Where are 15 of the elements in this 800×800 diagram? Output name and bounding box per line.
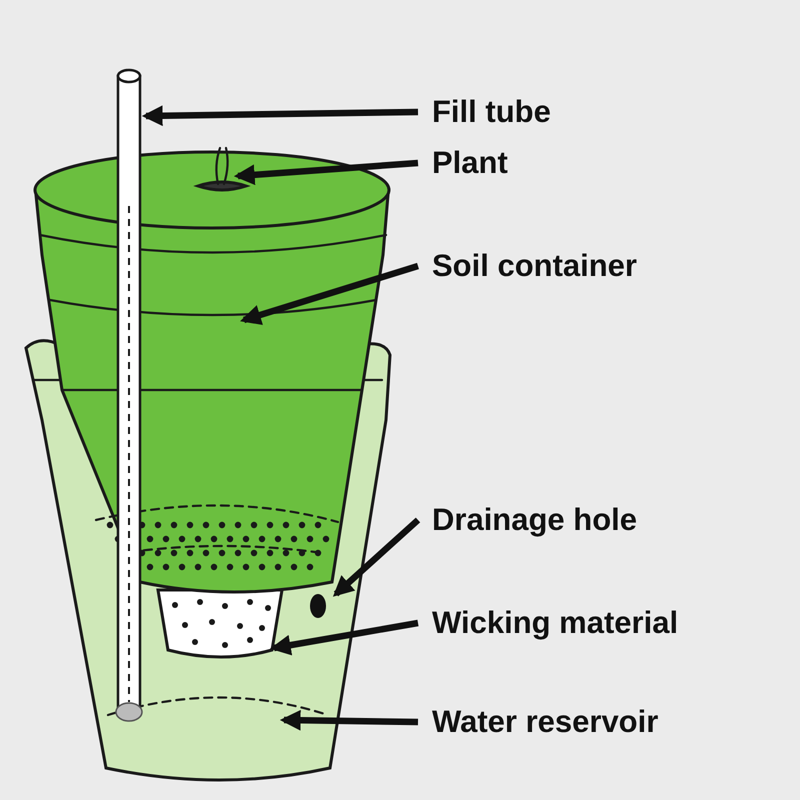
hole-mark [310, 594, 326, 618]
tube-drawing [115, 68, 143, 722]
callout-label: Wicking material [432, 605, 678, 641]
leader-line [270, 620, 419, 656]
callout-label: Fill tube [432, 94, 551, 130]
callout-label: Soil container [432, 248, 637, 284]
leader-line [280, 710, 418, 731]
leader-line [142, 105, 418, 126]
callout-label: Plant [432, 145, 508, 181]
leader-line [332, 518, 420, 597]
callout-label: Water reservoir [432, 704, 658, 740]
bucket-drawing [34, 150, 390, 594]
leader-line [234, 160, 418, 186]
callout-label: Drainage hole [432, 502, 637, 538]
leader-line [240, 262, 419, 325]
